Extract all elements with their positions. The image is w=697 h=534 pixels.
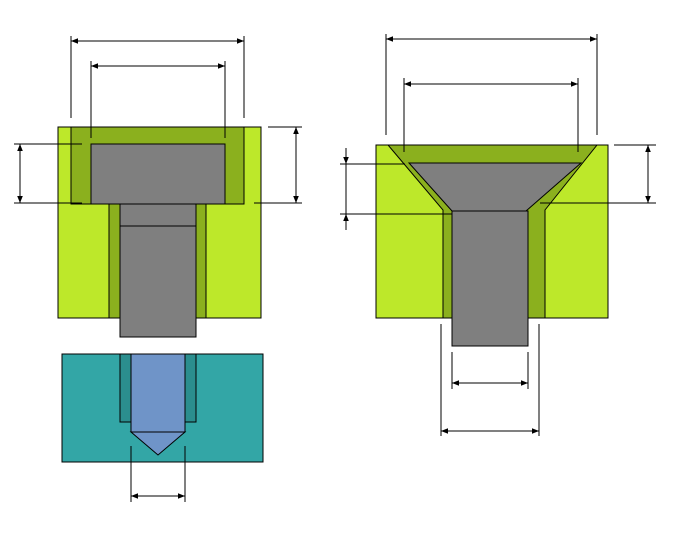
left-screw-neck (119, 203, 197, 227)
right-figure (375, 144, 609, 347)
base-drill-tip (129, 431, 187, 456)
right-screw-shaft (451, 210, 529, 347)
left-screw-head (90, 143, 226, 205)
base-thread-core (130, 353, 186, 433)
dimension-lines (14, 34, 656, 502)
left-figure (57, 126, 264, 463)
left-screw-shaft (119, 225, 197, 338)
